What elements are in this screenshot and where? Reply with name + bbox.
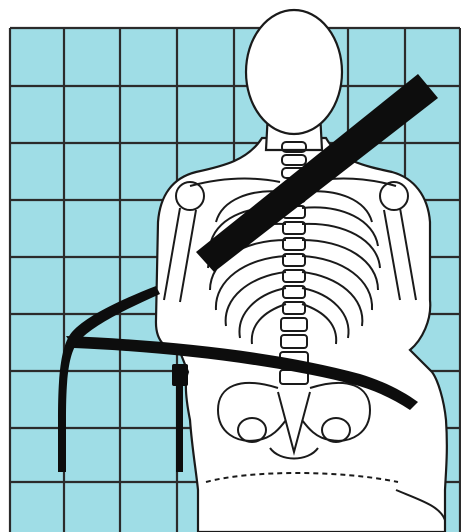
head bbox=[246, 10, 342, 134]
buckle-stalk bbox=[176, 384, 183, 472]
buckle bbox=[172, 364, 188, 386]
